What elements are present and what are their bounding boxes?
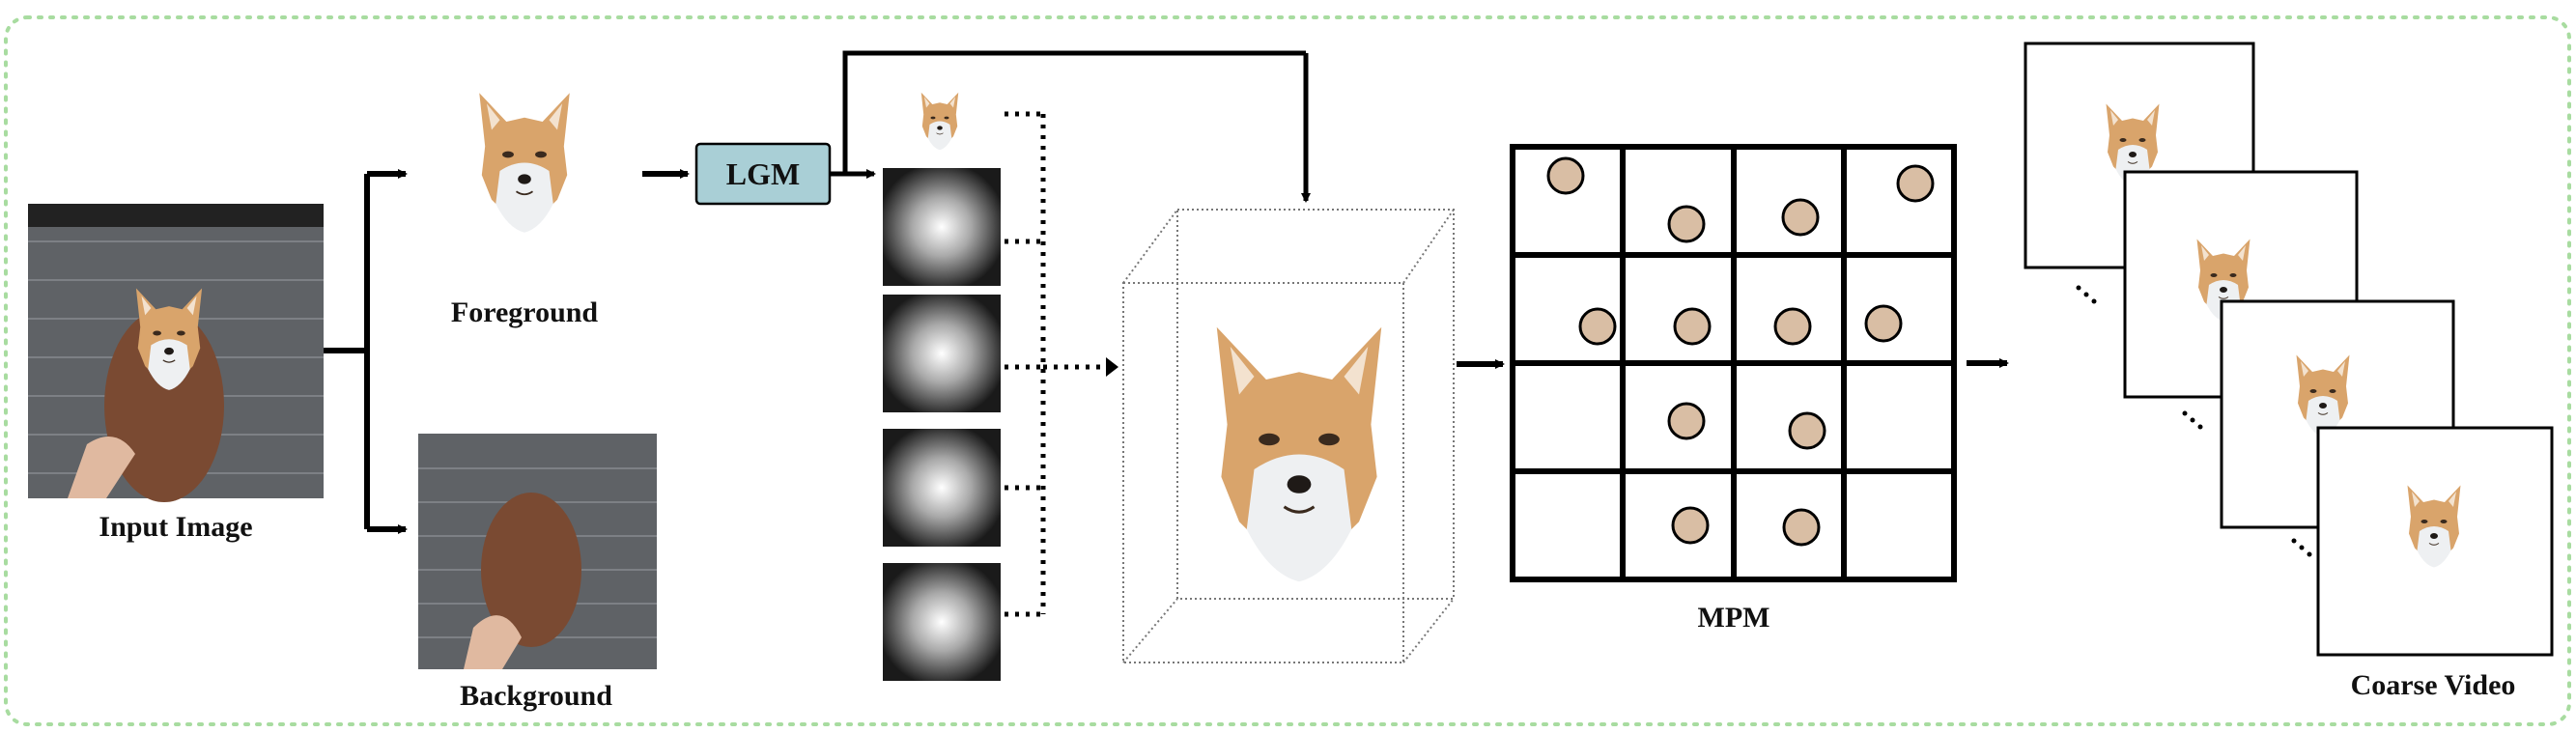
particle [1673,307,1712,346]
bounding-box-3d [1122,209,1455,663]
particle [1781,198,1820,237]
lgm-output-arrows [830,50,1311,203]
outer-frame [4,15,2571,726]
input-image-caption: Input Image [99,511,252,543]
particle [1782,508,1821,547]
input-image [28,204,324,502]
video-frame [2316,426,2554,657]
particle [1671,506,1710,545]
foreground-image [478,92,571,234]
ellipsis-dots [2076,285,2312,557]
particle [1896,164,1935,203]
rendered-view-thumb [920,92,959,151]
particle [1667,205,1706,243]
depth-map [883,295,1001,412]
particle [1773,307,1812,346]
background-image [418,434,657,669]
particle [1864,304,1903,343]
coarse-video-caption: Coarse Video [2351,669,2516,701]
video-frames [2024,42,2554,657]
lgm-label: LGM [726,156,800,191]
background-caption: Background [460,680,612,712]
mpm-grid [1510,144,1957,582]
depth-map [883,168,1001,286]
depth-map [883,563,1001,681]
depth-map [883,429,1001,547]
arrow-head-to-box [1106,357,1118,377]
fork-arrow [324,169,408,534]
particle [1546,156,1585,195]
particle [1667,402,1706,440]
dotted-connectors [1005,111,1106,617]
mpm-caption: MPM [1698,602,1770,634]
depth-maps [883,168,1001,681]
mpm-particles [1546,156,1935,547]
particle [1788,411,1826,450]
foreground-caption: Foreground [451,296,599,328]
particle [1578,307,1617,346]
fox-3d-gaussians [1215,325,1383,583]
